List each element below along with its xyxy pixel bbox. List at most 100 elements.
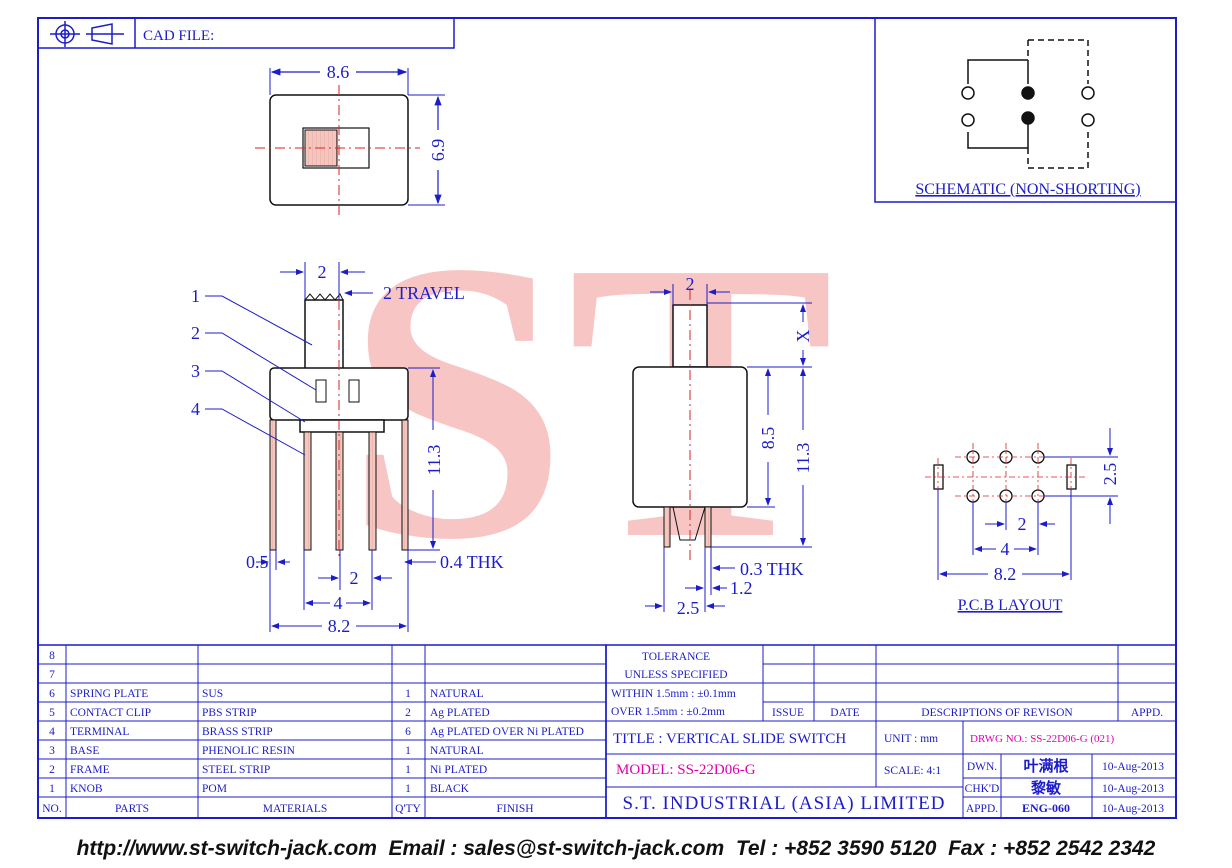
front-view: 2 X 8.5 11.3 0.3 THK 1.2 2.5 <box>632 274 813 618</box>
part-callouts <box>205 295 317 456</box>
appd-name: ENG-060 <box>1022 801 1070 815</box>
callout-3: 3 <box>191 361 200 381</box>
cad-file-header: CAD FILE: <box>37 17 455 49</box>
appd-date: 10-Aug-2013 <box>1102 803 1164 815</box>
bom-cell-no: 4 <box>49 726 55 738</box>
footer-contact: http://www.st-switch-jack.com Email : sa… <box>76 837 1156 860</box>
bom-cell-no: 6 <box>49 688 55 700</box>
callout-4: 4 <box>191 399 200 419</box>
dwn-label: DWN. <box>967 761 997 773</box>
svg-text:ST: ST <box>345 179 834 622</box>
side-pitch-2-dim: 2 <box>350 568 359 588</box>
bom-header: NO. PARTS MATERIALS Q'TY FINISH <box>42 803 533 815</box>
bom-cell-no: 5 <box>49 707 55 719</box>
bom-cell-material: PBS STRIP <box>202 707 257 719</box>
bom-cell-finish: NATURAL <box>430 745 484 757</box>
pin-left-dim: 0.5 <box>246 552 269 572</box>
side-pitch-4-dim: 4 <box>334 593 343 613</box>
front-pin-2-5-dim: 2.5 <box>677 598 700 618</box>
bom-cell-no: 2 <box>49 764 55 776</box>
drwg-no: DRWG NO.: SS-22D06-G (021) <box>970 733 1115 745</box>
bom-cell-part: SPRING PLATE <box>70 688 148 700</box>
bom-cell-qty: 6 <box>405 726 411 738</box>
callout-2: 2 <box>191 323 200 343</box>
bom-cell-qty: 2 <box>405 707 411 719</box>
unit-label: UNIT : mm <box>884 733 938 745</box>
bom-cell-material: BRASS STRIP <box>202 726 273 738</box>
front-thk-dim: 0.3 THK <box>740 559 804 579</box>
bom-cell-qty: 1 <box>405 783 411 795</box>
svg-text:PARTS: PARTS <box>115 803 149 815</box>
bom-cell-part: TERMINAL <box>70 726 129 738</box>
top-height-dim: 6.9 <box>428 139 448 162</box>
model-text: MODEL: SS-22D06-G <box>616 762 756 778</box>
bom-cell-material: POM <box>202 783 227 795</box>
tolerance-within: WITHIN 1.5mm : ±0.1mm <box>611 688 736 700</box>
company-text: S.T. INDUSTRIAL (ASIA) LIMITED <box>623 793 946 814</box>
bom-cell-material: PHENOLIC RESIN <box>202 745 296 757</box>
bom-cell-finish: Ag PLATED <box>430 707 490 719</box>
pcb-pitch-2-dim: 2 <box>1018 514 1027 534</box>
pcb-overall-dim: 8.2 <box>994 564 1017 584</box>
dwn-name: 叶满根 <box>1023 757 1068 775</box>
front-pin-1-2-dim: 1.2 <box>730 578 753 598</box>
bom-cell-part: BASE <box>70 745 99 757</box>
front-total-height-dim: 11.3 <box>793 443 813 474</box>
top-width-dim: 8.6 <box>327 62 350 82</box>
bom-cell-part: KNOB <box>70 783 103 795</box>
bom-table <box>37 644 607 819</box>
travel-label: 2 TRAVEL <box>383 283 465 303</box>
pcb-layout: 2.5 2 4 8.2 P.C.B LAYOUT <box>925 428 1120 614</box>
front-actuator-width-dim: 2 <box>686 274 695 294</box>
front-body-height-dim: 8.5 <box>758 427 778 450</box>
chkd-name: 黎敏 <box>1031 779 1062 797</box>
tolerance-line-1: TOLERANCE <box>642 651 710 663</box>
side-view: 2 2 TRAVEL 1 2 3 4 11.3 0.5 0.4 THK 2 <box>191 262 504 636</box>
schematic-box: SCHEMATIC (NON-SHORTING) <box>874 17 1177 203</box>
bom-cell-qty: 1 <box>405 688 411 700</box>
rev-appd-header: APPD. <box>1131 707 1163 719</box>
cad-file-label: CAD FILE: <box>143 28 214 44</box>
scale-label: SCALE: 4:1 <box>884 765 941 777</box>
appd-label: APPD. <box>966 803 998 815</box>
chkd-label: CHK'D <box>965 783 1000 795</box>
tolerance-line-2: UNLESS SPECIFIED <box>624 669 727 681</box>
rev-date-header: DATE <box>830 707 859 719</box>
bom-cell-finish: Ag PLATED OVER Ni PLATED <box>430 726 584 738</box>
rev-desc-header: DESCRIPTIONS OF REVISON <box>921 707 1073 719</box>
svg-text:FINISH: FINISH <box>496 803 533 815</box>
bom-cell-no: 1 <box>49 783 55 795</box>
schematic-symbol <box>961 39 1095 169</box>
bom-cell-finish: Ni PLATED <box>430 764 487 776</box>
pin-thk-dim: 0.4 THK <box>440 552 504 572</box>
travel-width-dim: 2 <box>318 262 327 282</box>
bom-cell-no: 7 <box>49 669 55 681</box>
callout-1: 1 <box>191 286 200 306</box>
bom-cell-part: CONTACT CLIP <box>70 707 151 719</box>
bom-cell-part: FRAME <box>70 764 110 776</box>
dwn-date: 10-Aug-2013 <box>1102 761 1164 773</box>
bom-cell-finish: NATURAL <box>430 688 484 700</box>
bom-cell-no: 3 <box>49 745 55 757</box>
chkd-date: 10-Aug-2013 <box>1102 783 1164 795</box>
svg-text:Q'TY: Q'TY <box>395 803 421 815</box>
title-text: TITLE : VERTICAL SLIDE SWITCH <box>613 731 846 747</box>
bom-cell-no: 8 <box>49 650 55 662</box>
side-height-dim: 11.3 <box>424 445 444 476</box>
side-overall-width-dim: 8.2 <box>328 616 351 636</box>
svg-text:NO.: NO. <box>42 803 62 815</box>
svg-text:MATERIALS: MATERIALS <box>263 803 328 815</box>
schematic-caption: SCHEMATIC (NON-SHORTING) <box>915 181 1140 198</box>
front-x-dim: X <box>793 330 813 343</box>
bom-cell-finish: BLACK <box>430 783 470 795</box>
bom-cell-material: STEEL STRIP <box>202 764 270 776</box>
projection-symbol-icon <box>50 21 124 47</box>
bom-cell-qty: 1 <box>405 764 411 776</box>
top-view: 8.6 6.9 <box>255 62 448 215</box>
bom-cell-material: SUS <box>202 688 223 700</box>
st-watermark: ST <box>345 179 834 622</box>
pcb-caption: P.C.B LAYOUT <box>958 597 1063 614</box>
revision-table <box>605 644 1177 819</box>
